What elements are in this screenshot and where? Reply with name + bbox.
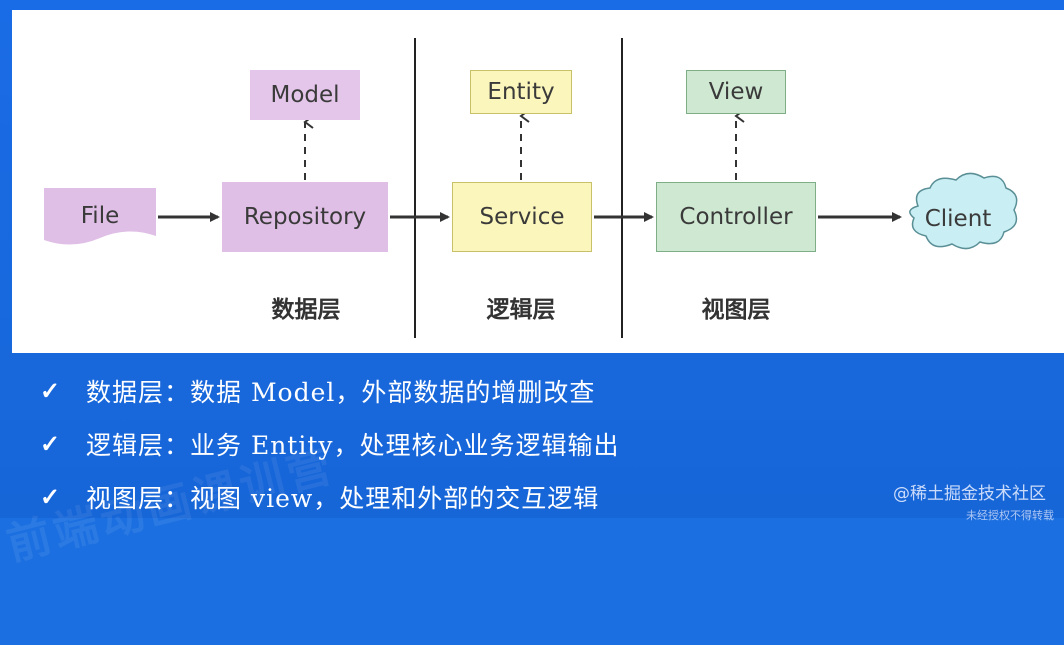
credit-text: @稀土掘金技术社区 (893, 484, 1046, 504)
bullet-text: 数据层：数据 Model，外部数据的增删改查 (86, 377, 596, 407)
node-model: Model (250, 70, 360, 120)
node-view: View (686, 70, 786, 114)
node-client: Client (924, 206, 992, 232)
bullet-item: ✓ 视图层：视图 view，处理和外部的交互逻辑 (40, 470, 620, 523)
diagram-panel: Model Repository Entity Service View Con… (12, 10, 1064, 353)
check-icon: ✓ (40, 429, 61, 458)
bullet-item: ✓ 数据层：数据 Model，外部数据的增删改查 (40, 364, 620, 417)
check-icon: ✓ (40, 482, 61, 511)
node-controller: Controller (656, 182, 816, 252)
diagram-lines (44, 38, 1018, 338)
node-repository: Repository (222, 182, 388, 252)
node-file: File (80, 203, 120, 229)
credit-subtext: 未经授权不得转载 (966, 509, 1054, 522)
slide: Model Repository Entity Service View Con… (0, 0, 1064, 571)
bullet-item: ✓ 逻辑层：业务 Entity，处理核心业务逻辑输出 (40, 417, 620, 470)
bullet-text: 逻辑层：业务 Entity，处理核心业务逻辑输出 (86, 430, 620, 460)
node-entity: Entity (470, 70, 572, 114)
layer-label-view: 视图层 (701, 297, 771, 323)
client-cloud (909, 172, 1018, 250)
bullet-list: ✓ 数据层：数据 Model，外部数据的增删改查 ✓ 逻辑层：业务 Entity… (40, 364, 620, 523)
check-icon: ✓ (40, 376, 61, 405)
bullet-text: 视图层：视图 view，处理和外部的交互逻辑 (86, 483, 600, 513)
layer-label-data: 数据层 (271, 297, 341, 323)
layer-label-logic: 逻辑层 (486, 297, 556, 323)
file-shape (44, 188, 156, 245)
node-service: Service (452, 182, 592, 252)
